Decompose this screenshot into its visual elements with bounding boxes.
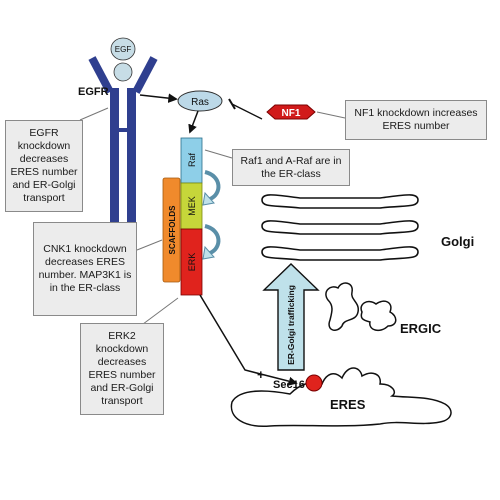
nf1-note-text: NF1 knockdown increases ERES number: [354, 107, 478, 132]
raf-note: Raf1 and A-Raf are in the ER-class: [232, 149, 350, 186]
egfr-note: EGFR knockdown decreases ERES number and…: [5, 120, 83, 212]
egfr-receptor: [88, 56, 158, 230]
cnk1-note-connector: [136, 239, 163, 251]
kinase-cascade: Raf MEK ERK: [180, 137, 203, 296]
ergic-compartment: [325, 282, 397, 332]
egfr-note-connector: [79, 107, 109, 121]
erk-block: [180, 228, 203, 296]
sec16-dot: [305, 374, 323, 392]
raf-label: Raf: [187, 153, 197, 168]
raf-note-text: Raf1 and A-Raf are in the ER-class: [240, 154, 342, 180]
mek-to-erk-curve: [204, 224, 221, 255]
egfr-label: EGFR: [78, 86, 109, 98]
eres-label: ERES: [330, 397, 366, 412]
nf1-label: NF1: [282, 108, 301, 119]
golgi-stack: [261, 194, 419, 261]
raf-note-connector: [204, 149, 233, 159]
nf1-node: NF1: [266, 104, 316, 120]
erk2-note: ERK2 knockdown decreases ERES number and…: [80, 323, 164, 415]
erk-to-sec16-arrow: [199, 294, 298, 386]
raf-to-mek-curve: [204, 170, 221, 201]
trafficking-label: ER-Golgi trafficking: [286, 285, 296, 365]
trafficking-label-wrap: ER-Golgi trafficking: [281, 282, 301, 368]
cnk1-note: CNK1 knockdown decreases ERES number. MA…: [33, 222, 137, 316]
egfr-to-ras-arrow: [139, 93, 178, 103]
ras-label: Ras: [191, 97, 209, 108]
golgi-label: Golgi: [441, 234, 474, 249]
nf1-inhibition-line: [231, 103, 263, 120]
cnk1-note-text: CNK1 knockdown decreases ERES number. MA…: [38, 243, 132, 294]
scaffolds-bar: SCAFFOLDS: [162, 177, 181, 283]
scaffolds-label: SCAFFOLDS: [168, 205, 177, 255]
mek-label: MEK: [187, 196, 197, 216]
nf1-note: NF1 knockdown increases ERES number: [345, 100, 487, 140]
erk-label: ERK: [187, 253, 197, 272]
nf1-note-connector: [316, 111, 346, 119]
egfr-left-chain: [110, 88, 119, 230]
egfr-left-arm: [88, 56, 114, 94]
ras-to-raf-arrow: [188, 110, 199, 134]
egf-ligand: EGF: [110, 37, 136, 82]
ras-node: Ras: [177, 90, 223, 112]
nf1-inhibition-bar: [228, 98, 236, 110]
egfr-right-chain: [127, 88, 136, 230]
plus-sign: +: [257, 367, 265, 382]
erk2-note-text: ERK2 knockdown decreases ERES number and…: [88, 330, 156, 407]
egf-label: EGF: [115, 45, 132, 54]
sec16-label: Sec16: [273, 379, 305, 391]
egfr-right-arm: [132, 56, 158, 94]
ergic-label: ERGIC: [400, 321, 442, 336]
egfr-note-text: EGFR knockdown decreases ERES number and…: [10, 127, 78, 204]
trafficking-arrow: [262, 263, 320, 371]
